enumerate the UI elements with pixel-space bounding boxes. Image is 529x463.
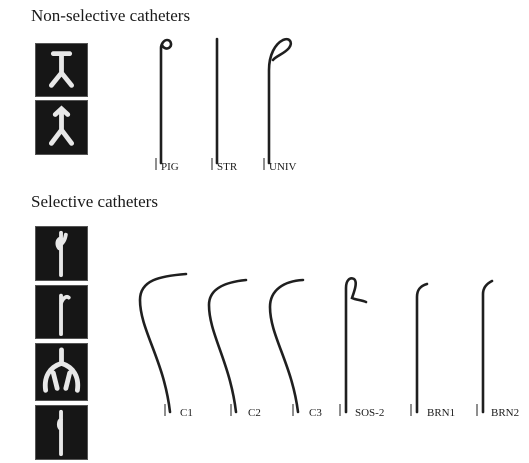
- catheter-brn2: [483, 281, 492, 412]
- catheter-c2: [209, 280, 246, 412]
- label-c1: C1: [180, 407, 193, 419]
- catheter-pig: [161, 40, 171, 163]
- label-str: STR: [217, 161, 238, 173]
- catheter-sos2: [346, 278, 366, 412]
- label-brn2: BRN2: [491, 407, 519, 419]
- label-c3: C3: [309, 407, 322, 419]
- label-c2: C2: [248, 407, 261, 419]
- label-sos2: SOS-2: [355, 407, 384, 419]
- label-pig: PIG: [161, 161, 179, 173]
- catheter-univ: [269, 39, 291, 163]
- catheter-brn1: [417, 284, 427, 412]
- catheter-c1: [140, 274, 186, 412]
- catheter-c3: [270, 280, 303, 412]
- label-univ: UNIV: [269, 161, 297, 173]
- label-brn1: BRN1: [427, 407, 455, 419]
